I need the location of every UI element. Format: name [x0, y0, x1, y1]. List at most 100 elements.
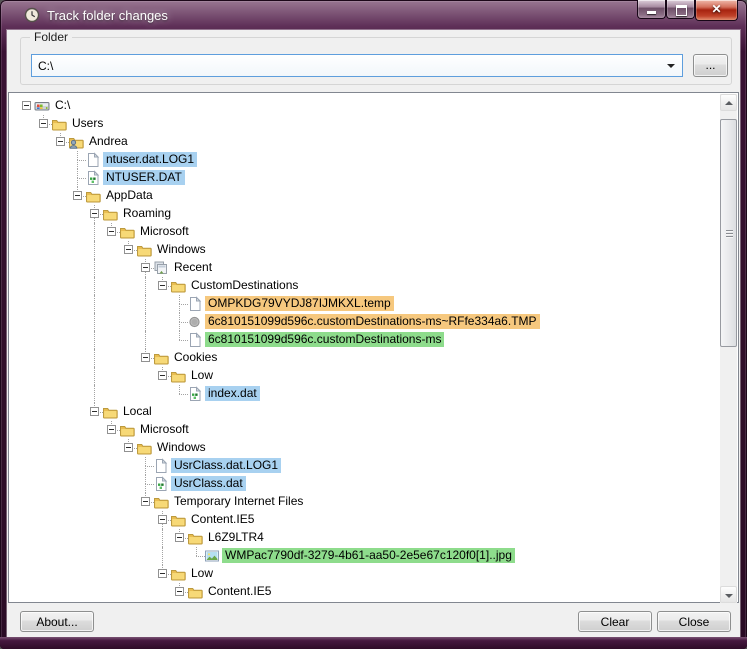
close-icon: ✕	[711, 2, 722, 16]
tree-row[interactable]: Windows	[9, 439, 704, 457]
scroll-down-button[interactable]	[720, 586, 737, 603]
tree-row-label: Windows	[157, 440, 206, 454]
tree-row[interactable]: Local	[9, 403, 704, 421]
tree-row[interactable]: Content.IE5	[9, 511, 704, 529]
tree-row[interactable]: Low	[9, 565, 704, 583]
scroll-up-button[interactable]	[720, 94, 737, 111]
tree-row[interactable]: Roaming	[9, 205, 704, 223]
registry-file-icon	[153, 476, 169, 492]
folder-icon	[85, 188, 101, 204]
folder-icon	[51, 116, 67, 132]
collapse-toggle-minus[interactable]	[90, 407, 99, 416]
folder-icon	[153, 494, 169, 510]
collapse-toggle-minus[interactable]	[107, 227, 116, 236]
about-button-label: About...	[36, 615, 78, 629]
scroll-down-arrow-icon	[725, 594, 733, 598]
collapse-toggle-minus[interactable]	[56, 137, 65, 146]
tree-row-label: Content.IE5	[208, 584, 272, 598]
tree-row-label: 6c810151099d596c.customDestinations-ms	[205, 332, 445, 347]
collapse-toggle-minus[interactable]	[175, 587, 184, 596]
tree-row[interactable]: L6Z9LTR4	[9, 529, 704, 547]
tree-row[interactable]: Andrea	[9, 133, 704, 151]
tree-row[interactable]: OMPKDG79VYDJ87IJMKXL.temp	[9, 295, 704, 313]
clock-app-icon	[24, 7, 40, 23]
tree-row-label: Microsoft	[140, 224, 189, 238]
tree-row[interactable]: UsrClass.dat	[9, 475, 704, 493]
close-window-button[interactable]: ✕	[695, 0, 738, 21]
maximize-button[interactable]	[666, 0, 695, 19]
clear-button[interactable]: Clear	[578, 611, 652, 632]
tree-row[interactable]: Users	[9, 115, 704, 133]
collapse-toggle-minus[interactable]	[39, 119, 48, 128]
tree-row-label: CustomDestinations	[191, 278, 299, 292]
browse-button[interactable]: ...	[693, 54, 728, 77]
minimize-button[interactable]	[637, 0, 666, 19]
folder-path-combobox[interactable]: C:\	[31, 54, 683, 77]
collapse-toggle-minus[interactable]	[158, 569, 167, 578]
tree-row[interactable]: Microsoft	[9, 223, 704, 241]
scrollbar-thumb[interactable]	[720, 119, 737, 347]
tree-row[interactable]: 6c810151099d596c.customDestinations-ms	[9, 331, 704, 349]
tree-row-label: WMPac7790df-3279-4b61-aa50-2e5e67c120f0[…	[222, 548, 515, 563]
vertical-scrollbar[interactable]	[720, 94, 737, 603]
folder-icon	[170, 278, 186, 294]
tree-row[interactable]: Microsoft	[9, 421, 704, 439]
collapse-toggle-minus[interactable]	[124, 443, 133, 452]
tree-row[interactable]: Recent	[9, 259, 704, 277]
collapse-toggle-minus[interactable]	[158, 281, 167, 290]
collapse-toggle-minus[interactable]	[141, 263, 150, 272]
tree-row-label: UsrClass.dat	[171, 476, 246, 491]
folder-icon	[170, 512, 186, 528]
drive-icon	[34, 98, 50, 114]
collapse-toggle-minus[interactable]	[175, 533, 184, 542]
tree-row-label: Temporary Internet Files	[174, 494, 304, 508]
tree-row[interactable]: AppData	[9, 187, 704, 205]
tree-row-label: L6Z9LTR4	[208, 530, 264, 544]
collapse-toggle-minus[interactable]	[73, 191, 82, 200]
collapse-toggle-minus[interactable]	[141, 497, 150, 506]
tree-row[interactable]: index.dat	[9, 385, 704, 403]
folder-icon	[136, 440, 152, 456]
tree-row[interactable]: ntuser.dat.LOG1	[9, 151, 704, 169]
tree-row[interactable]: Low	[9, 367, 704, 385]
tree-row[interactable]: 6c810151099d596c.customDestinations-ms~R…	[9, 313, 704, 331]
tree-row[interactable]: Cookies	[9, 349, 704, 367]
tree-row-label: Low	[191, 368, 214, 382]
folder-icon	[119, 422, 135, 438]
close-button[interactable]: Close	[657, 611, 731, 632]
tree-row[interactable]: WMPac7790df-3279-4b61-aa50-2e5e67c120f0[…	[9, 547, 704, 565]
tree-row[interactable]: C:\	[9, 97, 704, 115]
browse-button-label: ...	[705, 58, 716, 72]
collapse-toggle-minus[interactable]	[124, 245, 133, 254]
collapse-toggle-minus[interactable]	[141, 353, 150, 362]
maximize-icon	[676, 5, 687, 16]
file-icon	[187, 332, 203, 348]
tree-row[interactable]: Temporary Internet Files	[9, 493, 704, 511]
tree-row[interactable]: Content.IE5	[9, 583, 704, 601]
tree-row[interactable]: Windows	[9, 241, 704, 259]
combo-dropdown-arrow-icon[interactable]	[667, 64, 675, 68]
clear-button-label: Clear	[600, 615, 630, 629]
collapse-toggle-minus[interactable]	[107, 425, 116, 434]
tree-row-label: Microsoft	[140, 422, 189, 436]
user-folder-icon	[68, 134, 84, 150]
tree-row-label: Andrea	[89, 134, 128, 148]
folder-icon	[187, 584, 203, 600]
tree-row-label: OMPKDG79VYDJ87IJMKXL.temp	[205, 296, 394, 311]
collapse-toggle-minus[interactable]	[90, 209, 99, 218]
collapse-toggle-minus[interactable]	[22, 101, 31, 110]
minimize-icon	[647, 11, 656, 14]
about-button[interactable]: About...	[20, 611, 94, 632]
recent-icon	[153, 260, 169, 276]
tree-row[interactable]: UsrClass.dat.LOG1	[9, 457, 704, 475]
collapse-toggle-minus[interactable]	[158, 371, 167, 380]
folder-icon	[102, 206, 118, 222]
tree-row[interactable]: NTUSER.DAT	[9, 169, 704, 187]
tree-row-label: Cookies	[174, 350, 218, 364]
tree-row[interactable]: CustomDestinations	[9, 277, 704, 295]
file-icon	[85, 152, 101, 168]
collapse-toggle-minus[interactable]	[158, 515, 167, 524]
